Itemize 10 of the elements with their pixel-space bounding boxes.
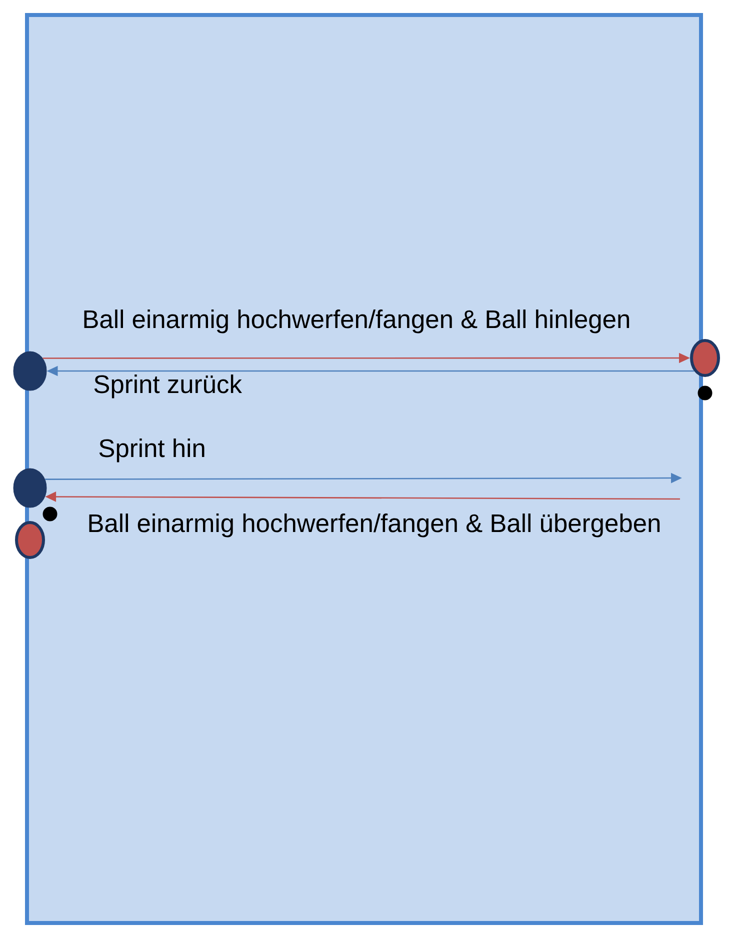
player-marker <box>13 468 47 508</box>
player-marker <box>690 339 720 377</box>
edge-label: Ball einarmig hochwerfen/fangen & Ball hinlegen <box>84 310 630 334</box>
ball-dot <box>698 386 712 400</box>
ball-dot <box>42 506 58 522</box>
edge-label: Sprint zurück <box>94 374 242 398</box>
player-marker <box>13 351 47 391</box>
edge-label: Sprint hin <box>99 438 204 462</box>
playing-field <box>25 13 703 925</box>
edge-label: Ball einarmig hochwerfen/fangen & Ball übergeben <box>89 514 660 538</box>
